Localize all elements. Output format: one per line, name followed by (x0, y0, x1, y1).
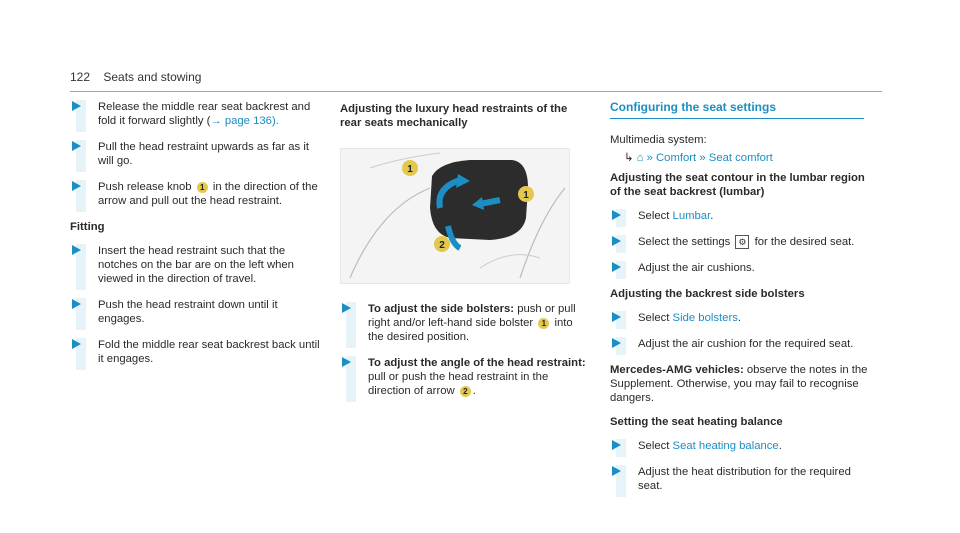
step-item: Pull the head restraint upwards as far a… (70, 140, 320, 172)
return-arrow-icon: ↳ (624, 152, 634, 164)
page-ref-link[interactable]: → page 136). (210, 115, 279, 127)
step-item: Select Seat heating balance. (610, 439, 870, 458)
callout-number: 2 (459, 385, 471, 397)
menu-path: ↳ ⌂ » Comfort » Seat comfort (624, 151, 870, 165)
path-comfort[interactable]: Comfort (656, 152, 697, 164)
home-icon[interactable]: ⌂ (636, 152, 644, 164)
step-item: Fold the middle rear seat backrest back … (70, 338, 320, 370)
page-number: 122 (70, 70, 91, 84)
section-heading: Configuring the seat settings (610, 100, 864, 119)
callout-number: 1 (538, 317, 550, 329)
seat-heating-balance-option[interactable]: Seat heating balance (672, 440, 779, 453)
step-arrow-icon (612, 466, 621, 477)
step-arrow-icon (72, 245, 81, 255)
step-arrow-icon (612, 236, 621, 246)
step-arrow-icon (72, 339, 81, 349)
step-arrow-icon (612, 312, 621, 323)
section-title: Adjusting the luxury head restraints of … (340, 103, 568, 129)
step-item: Select Lumbar. (610, 209, 870, 227)
path-seat-comfort[interactable]: Seat comfort (708, 152, 773, 164)
step-arrow-icon (72, 181, 81, 191)
step-item: Select Side bolsters. (610, 311, 870, 330)
step-arrow-icon (72, 141, 81, 151)
svg-text:2: 2 (439, 240, 445, 251)
step-arrow-icon (612, 210, 621, 220)
head-restraint-illustration: 1 1 2 (339, 147, 571, 285)
step-item: Push release knob 1 in the direction of … (70, 180, 320, 212)
heat-title: Setting the seat heating balance (610, 416, 783, 429)
step-arrow-icon (612, 338, 621, 349)
lumbar-title: Adjusting the seat contour in the lumbar… (610, 172, 865, 198)
chevron-right-icon: » (646, 152, 653, 164)
step-item: Release the middle rear seat backrest an… (70, 100, 320, 132)
callout-number: 1 (196, 181, 208, 193)
page-header: 122 Seats and stowing (70, 70, 201, 84)
multimedia-label: Multimedia system: (610, 134, 707, 146)
side-bolsters-option[interactable]: Side bolsters (672, 312, 738, 325)
page-section-title: Seats and stowing (103, 70, 202, 84)
step-arrow-icon (612, 262, 621, 273)
step-item: Select the settings ⚙ for the desired se… (610, 235, 870, 254)
svg-text:1: 1 (407, 164, 413, 175)
lumbar-option[interactable]: Lumbar (672, 210, 711, 222)
column-1: Release the middle rear seat backrest an… (70, 100, 320, 378)
step-item: Adjust the air cushion for the required … (610, 337, 870, 356)
callout-1-icon (402, 160, 418, 176)
fitting-title: Fitting (70, 221, 105, 233)
step-arrow-icon (342, 357, 351, 367)
step-arrow-icon (342, 303, 351, 313)
step-item: Insert the head restraint such that the … (70, 244, 320, 290)
step-item: Push the head restraint down until it en… (70, 298, 320, 330)
step-arrow-icon (72, 299, 81, 309)
column-2: Adjusting the luxury head restraints of … (339, 100, 590, 410)
callout-2-icon (434, 236, 450, 252)
settings-icon: ⚙ (735, 235, 750, 250)
step-item: To adjust the angle of the head restrain… (340, 356, 590, 402)
step-item: Adjust the air cushions. (610, 261, 870, 280)
svg-text:1: 1 (523, 190, 529, 201)
bolster-title: Adjusting the backrest side bolsters (610, 288, 805, 301)
step-item: To adjust the side bolsters: push or pul… (340, 302, 590, 348)
step-arrow-icon (612, 440, 621, 451)
amg-note: Mercedes-AMG vehicles: observe the notes… (610, 364, 868, 405)
column-3: Configuring the seat settings Multimedia… (610, 100, 870, 505)
callout-1-icon (518, 186, 534, 202)
header-rule (70, 91, 882, 92)
chevron-right-icon: » (699, 152, 706, 164)
step-arrow-icon (72, 101, 81, 111)
step-item: Adjust the heat distribution for the req… (610, 465, 870, 498)
